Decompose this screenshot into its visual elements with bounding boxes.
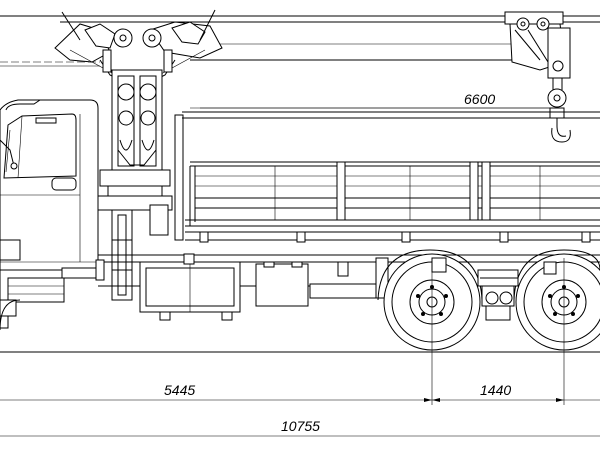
rear-wheel-1 (377, 249, 483, 351)
rear-wheel-2 (513, 249, 600, 351)
suspension (431, 257, 557, 321)
crane-column (97, 69, 184, 301)
boom-tip-hook (504, 11, 571, 143)
front-to-rear-axle-label: 5445 (164, 382, 195, 398)
boom-reach-label: 6600 (464, 91, 495, 107)
overall-length-label: 10755 (281, 418, 320, 434)
chassis (95, 253, 600, 321)
cab (0, 99, 99, 330)
crane-head (54, 9, 223, 81)
dimension-lines (0, 107, 600, 437)
front-wheel (0, 299, 21, 331)
cargo-bed (182, 111, 600, 243)
rear-axle-spacing-label: 1440 (480, 382, 511, 398)
